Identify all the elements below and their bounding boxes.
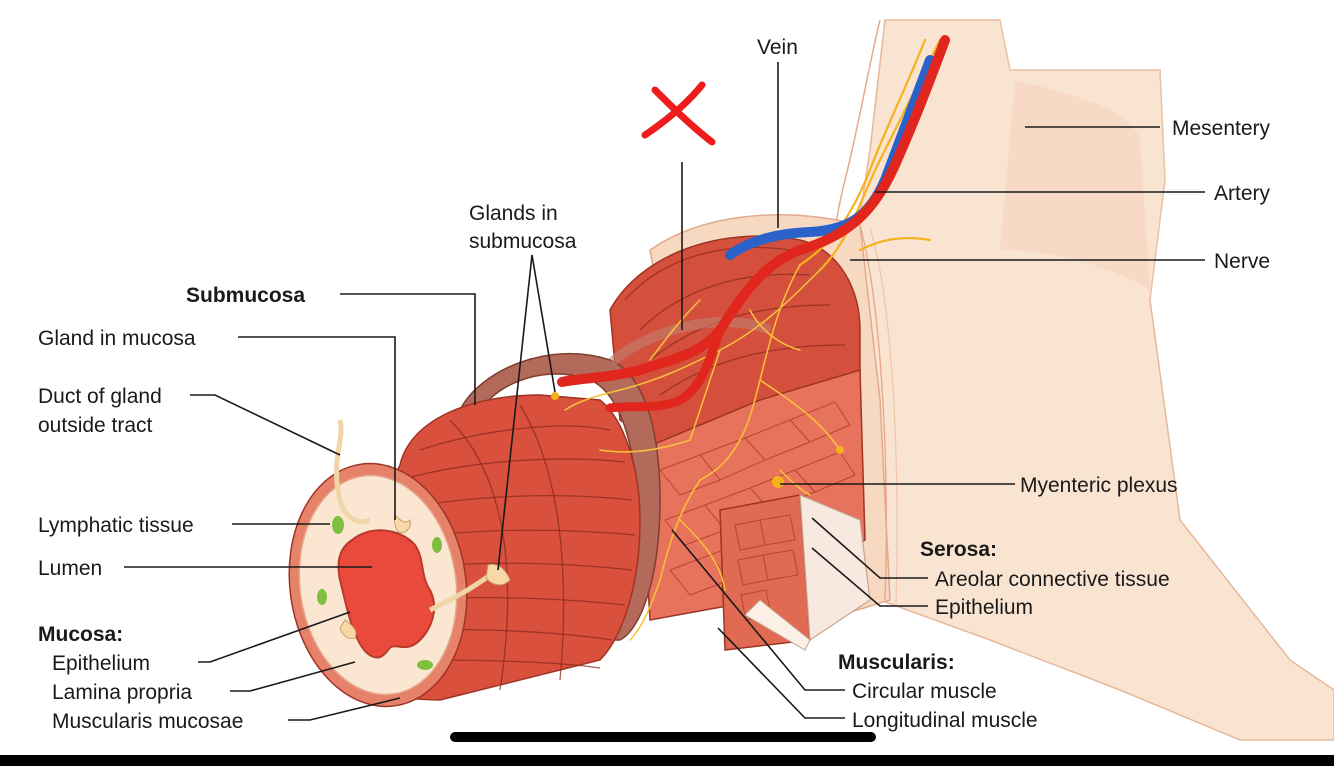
label-submucosa: Submucosa bbox=[186, 284, 305, 307]
label-muscularis: Muscularis: bbox=[838, 651, 955, 674]
home-indicator[interactable] bbox=[450, 732, 876, 742]
labels: Vein Mesentery Artery Nerve Glands in su… bbox=[38, 36, 1271, 733]
label-circular-muscle: Circular muscle bbox=[852, 680, 997, 703]
lymphatic-nodule bbox=[417, 660, 433, 670]
label-duct-1: Duct of gland bbox=[38, 385, 162, 408]
cross-section-face bbox=[288, 419, 511, 708]
label-mesentery: Mesentery bbox=[1172, 117, 1271, 140]
blood-vessels bbox=[557, 35, 950, 413]
label-mucosa: Mucosa: bbox=[38, 623, 123, 646]
lymphatic-nodule bbox=[317, 589, 327, 605]
label-mucosa-epithelium: Epithelium bbox=[52, 652, 150, 675]
bottom-bar bbox=[0, 755, 1334, 766]
label-serosa-epithelium: Epithelium bbox=[935, 596, 1033, 619]
label-nerve: Nerve bbox=[1214, 250, 1270, 273]
label-artery: Artery bbox=[1214, 182, 1271, 205]
label-lamina-propria: Lamina propria bbox=[52, 681, 192, 704]
label-muscularis-mucosae: Muscularis mucosae bbox=[52, 710, 243, 733]
label-duct-2: outside tract bbox=[38, 414, 153, 437]
label-glands-in-submucosa-2: submucosa bbox=[469, 230, 577, 253]
label-areolar-connective-tissue: Areolar connective tissue bbox=[935, 568, 1170, 591]
leader-lines bbox=[124, 62, 1205, 721]
lymphatic-nodule bbox=[432, 537, 442, 553]
lymphatic-nodule bbox=[332, 516, 344, 534]
label-myenteric-plexus: Myenteric plexus bbox=[1020, 474, 1178, 497]
label-lymphatic-tissue: Lymphatic tissue bbox=[38, 514, 194, 537]
label-lumen: Lumen bbox=[38, 557, 102, 580]
label-serosa: Serosa: bbox=[920, 538, 997, 561]
label-vein: Vein bbox=[757, 36, 798, 59]
artery-branch bbox=[605, 325, 725, 413]
label-glands-in-submucosa-1: Glands in bbox=[469, 202, 558, 225]
label-longitudinal-muscle: Longitudinal muscle bbox=[852, 709, 1038, 732]
label-gland-in-mucosa: Gland in mucosa bbox=[38, 327, 196, 350]
lumen-shape bbox=[337, 529, 436, 659]
artery-vessel bbox=[557, 35, 950, 387]
annotation-x-mark bbox=[641, 81, 716, 146]
muscularis-external bbox=[609, 235, 871, 651]
